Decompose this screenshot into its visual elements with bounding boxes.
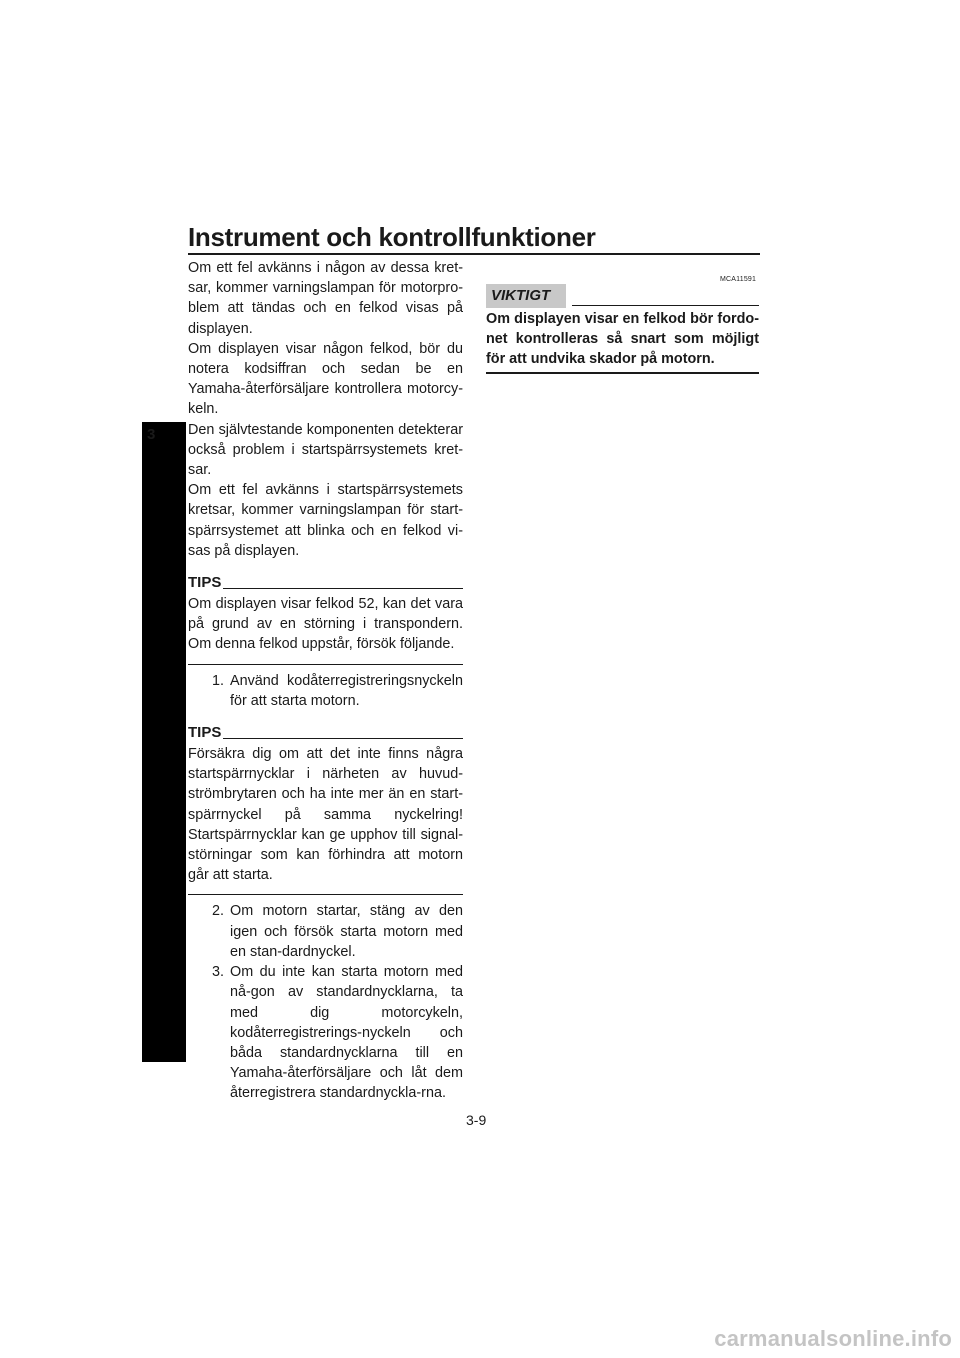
list-item: 1. Använd kodåterregistreringsnyckeln fö… <box>188 671 463 711</box>
step-number: 2. <box>211 903 224 920</box>
notice-end-rule <box>486 372 759 374</box>
chapter-number: 3 <box>147 426 156 443</box>
title-rule <box>188 253 760 255</box>
page-number: 3-9 <box>466 1112 487 1128</box>
tips-label: TIPS <box>188 573 222 591</box>
chapter-tab <box>142 422 186 1062</box>
watermark: carmanualsonline.info <box>714 1326 952 1351</box>
tips-end-rule <box>188 663 463 665</box>
tips-text: Försäkra dig om att det inte finns några… <box>188 746 463 884</box>
tips-label: TIPS <box>188 723 222 741</box>
paragraph: Den självtestande komponenten detekterar… <box>188 421 463 479</box>
tips-rule <box>223 738 463 740</box>
step-list: 1. Använd kodåterregistreringsnyckeln fö… <box>188 671 463 711</box>
notice-rule <box>572 305 759 306</box>
list-item: 3. Om du inte kan starta motorn med nå-g… <box>188 962 463 1103</box>
reference-code: MCA11591 <box>720 276 757 283</box>
tips-end-rule <box>188 894 463 896</box>
page-title: Instrument och kontrollfunktioner <box>188 222 596 252</box>
tips-rule <box>223 588 463 590</box>
step-number: 3. <box>211 964 224 981</box>
paragraph: Om ett fel avkänns i startspärrsystemets… <box>188 482 463 559</box>
step-text: Om motorn startar, stäng av den igen och… <box>230 903 463 960</box>
notice-header: VIKTIGT <box>486 284 759 308</box>
step-text: Om du inte kan starta motorn med nå-gon … <box>230 964 463 1102</box>
tips-text: Om displayen visar felkod 52, kan det va… <box>188 596 463 653</box>
tips-header: TIPS <box>188 723 463 743</box>
tips-box: TIPS Om displayen visar felkod 52, kan d… <box>188 573 463 665</box>
notice-label: VIKTIGT <box>486 284 566 308</box>
step-number: 1. <box>211 672 224 689</box>
list-item: 2. Om motorn startar, stäng av den igen … <box>188 901 463 962</box>
notice-text: Om displayen visar en felkod bör fordo-n… <box>486 311 759 368</box>
paragraph: Om ett fel avkänns i någon av dessa kret… <box>188 260 463 337</box>
tips-header: TIPS <box>188 573 463 593</box>
tips-box: TIPS Försäkra dig om att det inte finns … <box>188 723 463 896</box>
step-text: Använd kodåterregistreringsnyckeln för a… <box>230 672 463 709</box>
step-list: 2. Om motorn startar, stäng av den igen … <box>188 901 463 1103</box>
left-column: Om ett fel avkänns i någon av dessa kret… <box>188 258 463 1104</box>
paragraph: Om displayen visar någon felkod, bör du … <box>188 340 463 418</box>
